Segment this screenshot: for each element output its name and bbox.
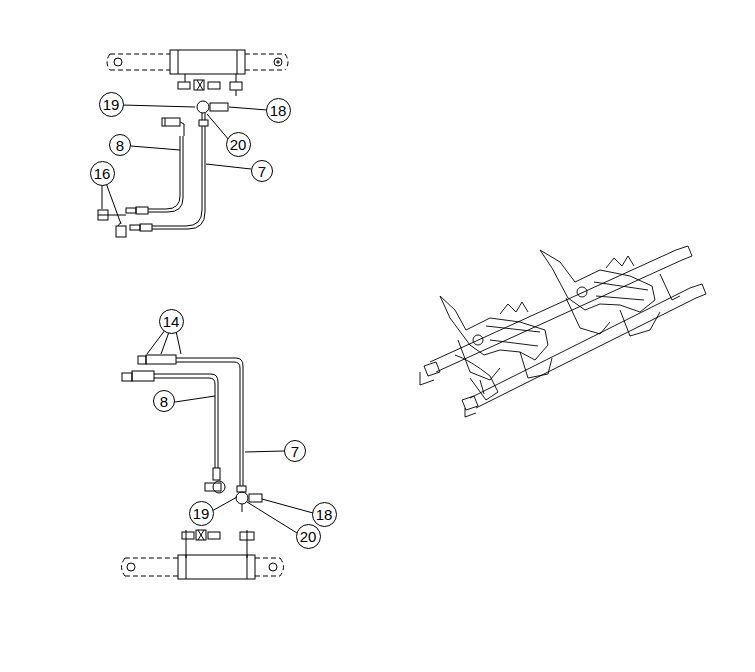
callout-circle: 7 xyxy=(284,440,306,462)
leader-lines-bottom xyxy=(147,330,313,533)
callout-number: 14 xyxy=(163,314,180,329)
callout-circle: 14 xyxy=(159,309,184,334)
cylinder-bottom xyxy=(122,530,284,579)
callout-circle: 19 xyxy=(99,92,124,117)
callout-circle: 7 xyxy=(251,160,273,182)
callout-circle: 8 xyxy=(109,134,131,156)
callout-number: 8 xyxy=(160,394,168,409)
callout-circle: 18 xyxy=(312,502,337,527)
callout-circle: 19 xyxy=(189,501,214,526)
callout-circle: 16 xyxy=(90,161,115,186)
cylinder-top xyxy=(107,50,288,96)
callout-number: 20 xyxy=(230,137,247,152)
callout-number: 20 xyxy=(300,529,317,544)
callout-number: 19 xyxy=(103,97,120,112)
callout-circle: 20 xyxy=(296,524,321,549)
callout-number: 18 xyxy=(270,103,287,118)
leader-lines-top xyxy=(102,105,267,224)
callout-number: 8 xyxy=(116,138,124,153)
callout-number: 16 xyxy=(94,166,111,181)
callout-circle: 18 xyxy=(266,98,291,123)
hoses-top xyxy=(98,101,228,237)
callout-circle: 20 xyxy=(226,132,251,157)
hoses-bottom xyxy=(122,355,262,512)
callout-number: 18 xyxy=(316,507,333,522)
callout-number: 7 xyxy=(291,444,299,459)
axle-assembly xyxy=(420,246,706,417)
callout-number: 7 xyxy=(258,164,266,179)
callout-number: 19 xyxy=(193,506,210,521)
callout-circle: 8 xyxy=(153,390,175,412)
